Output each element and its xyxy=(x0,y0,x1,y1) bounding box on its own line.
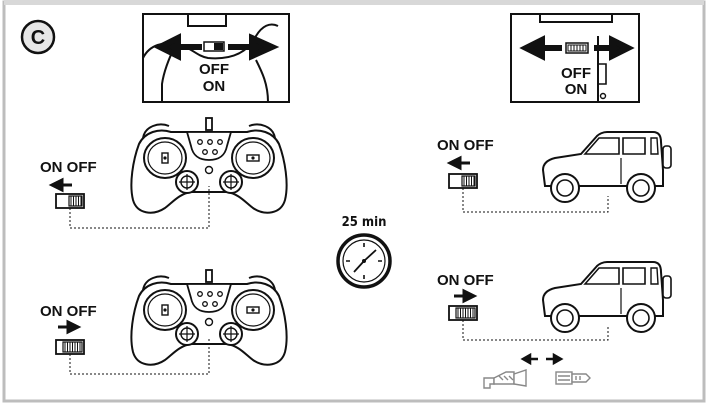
switch-label-off: OFF xyxy=(561,65,591,82)
right-arrow-icon xyxy=(454,288,478,304)
right-arrow-icon xyxy=(228,33,280,61)
controller-power-switch xyxy=(55,193,85,209)
controller-switch-closeup: OFF ON xyxy=(142,13,290,103)
car-socket-icon xyxy=(555,371,591,385)
charger-plug-icon xyxy=(483,369,527,389)
car-step-off: ON OFF xyxy=(437,131,672,213)
leader-line xyxy=(462,320,609,341)
left-arrow-icon xyxy=(153,33,202,61)
switch-label-off: OFF xyxy=(199,61,229,78)
on-off-label: ON OFF xyxy=(40,303,97,320)
controller-step-on: ON OFF xyxy=(40,269,288,375)
charging-timer: 25 min xyxy=(336,215,392,289)
on-off-label: ON OFF xyxy=(437,272,494,289)
right-arrow-icon xyxy=(594,35,635,61)
cable-connection xyxy=(483,352,591,389)
panel-letter-badge: C xyxy=(20,19,56,55)
left-arrow-icon xyxy=(48,177,72,193)
switch-label-on: ON xyxy=(203,78,226,95)
on-off-label: ON OFF xyxy=(437,137,494,154)
controller-step-off: ON OFF xyxy=(40,117,288,229)
leader-line xyxy=(462,188,609,213)
left-arrow-icon xyxy=(519,35,562,61)
panel-letter: C xyxy=(31,27,45,49)
car-step-on: ON OFF xyxy=(437,261,672,341)
timer-label: 25 min xyxy=(342,215,387,230)
leader-line xyxy=(69,186,210,229)
leader-line xyxy=(69,338,210,375)
right-arrow-icon xyxy=(58,319,82,335)
left-arrow-icon xyxy=(446,155,470,171)
car-power-switch xyxy=(448,173,478,189)
right-arrow-icon xyxy=(546,352,564,366)
left-arrow-icon xyxy=(520,352,538,366)
on-off-label: ON OFF xyxy=(40,159,97,176)
car-switch-closeup: OFF ON xyxy=(510,13,640,103)
switch-label-on: ON xyxy=(565,81,588,98)
